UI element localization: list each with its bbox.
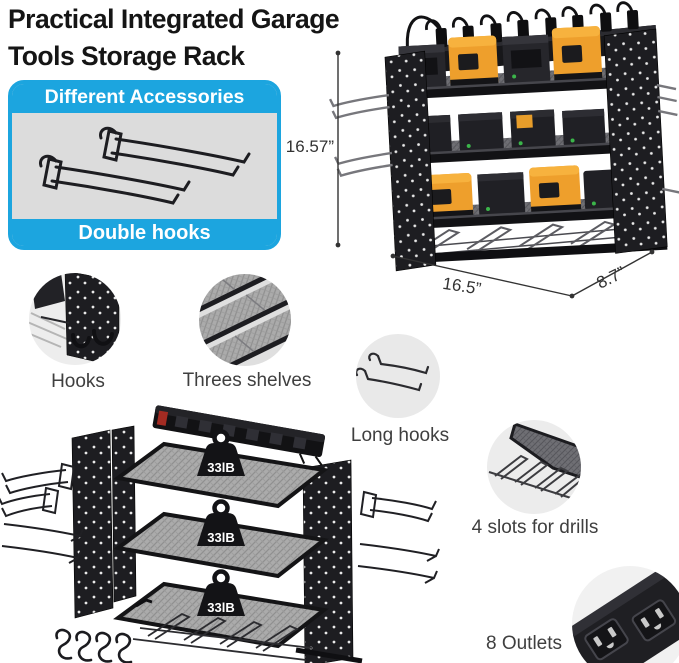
three-shelves-icon <box>199 274 291 366</box>
battery-item <box>458 112 504 153</box>
dimension-depth: 8.7” <box>571 249 655 297</box>
battery-item <box>509 109 556 150</box>
right-hooks-art <box>357 490 440 584</box>
drill-slots-icon <box>488 422 581 499</box>
accessories-box-header: Different Accessories <box>12 84 277 113</box>
outlets-callout-photo <box>570 564 679 663</box>
s-hooks-art <box>55 628 133 663</box>
long-hooks-callout-label: Long hooks <box>350 425 450 446</box>
dimension-height: 16.57” <box>286 50 341 248</box>
left-pegboard-part <box>71 429 114 619</box>
charger-item <box>477 172 526 217</box>
weight-label: 33lB <box>207 460 234 475</box>
battery-item <box>421 173 474 220</box>
power-strip-part <box>152 405 328 474</box>
outlets-icon <box>572 566 679 663</box>
height-dim-label: 16.57” <box>286 137 335 156</box>
long-hooks-callout-photo <box>356 334 440 418</box>
width-dim-label: 16.5” <box>441 274 483 299</box>
long-hooks-icon <box>356 352 430 392</box>
weight-33lb: 33lB <box>197 569 245 616</box>
charger-item <box>583 169 620 211</box>
page-title-line2: Tools Storage Rack <box>8 41 245 71</box>
weight-33lb: 33lB <box>197 429 245 476</box>
drill-slots-callout-photo <box>487 420 581 514</box>
outlets-callout-label: 8 Outlets <box>485 633 563 654</box>
left-pegboard-panel <box>384 50 437 272</box>
battery-item <box>529 165 582 214</box>
weight-label: 33lB <box>207 600 234 615</box>
hooks-callout-photo <box>29 273 121 365</box>
battery-item <box>551 26 603 83</box>
charger-item <box>502 34 551 85</box>
plugs-row <box>425 1 639 48</box>
right-pegboard-panel <box>603 28 668 254</box>
hooks-icon <box>29 273 120 365</box>
side-hooks <box>328 83 679 195</box>
accessories-box-footer: Double hooks <box>12 219 277 246</box>
battery-item <box>448 35 499 88</box>
exploded-diagram: 33lB 33lB 33lB <box>0 405 440 663</box>
drill-slots-part <box>132 598 363 663</box>
page-title-line1: Practical Integrated Garage <box>8 4 340 34</box>
right-pegboard-part <box>302 459 354 663</box>
rack-photo: 16.57” 16.5” 8.7” <box>286 1 679 299</box>
rack-illustration <box>328 1 679 272</box>
battery-item <box>562 108 606 147</box>
weight-label: 33lB <box>207 530 234 545</box>
weight-33lb: 33lB <box>197 499 245 546</box>
shelves-callout-photo <box>199 274 291 366</box>
double-hooks-icon <box>39 126 251 205</box>
back-pegboard-part <box>111 425 137 603</box>
page-title: Practical Integrated Garage Tools Storag… <box>8 1 340 75</box>
left-hooks-art <box>0 462 84 564</box>
accessories-box: Different Accessories Double hooks <box>8 80 281 250</box>
drill-slots-callout-label: 4 slots for drills <box>471 517 599 538</box>
accessories-box-body <box>12 113 277 219</box>
hooks-callout-label: Hooks <box>51 371 105 392</box>
shelves-callout-label: Threes shelves <box>182 370 312 391</box>
